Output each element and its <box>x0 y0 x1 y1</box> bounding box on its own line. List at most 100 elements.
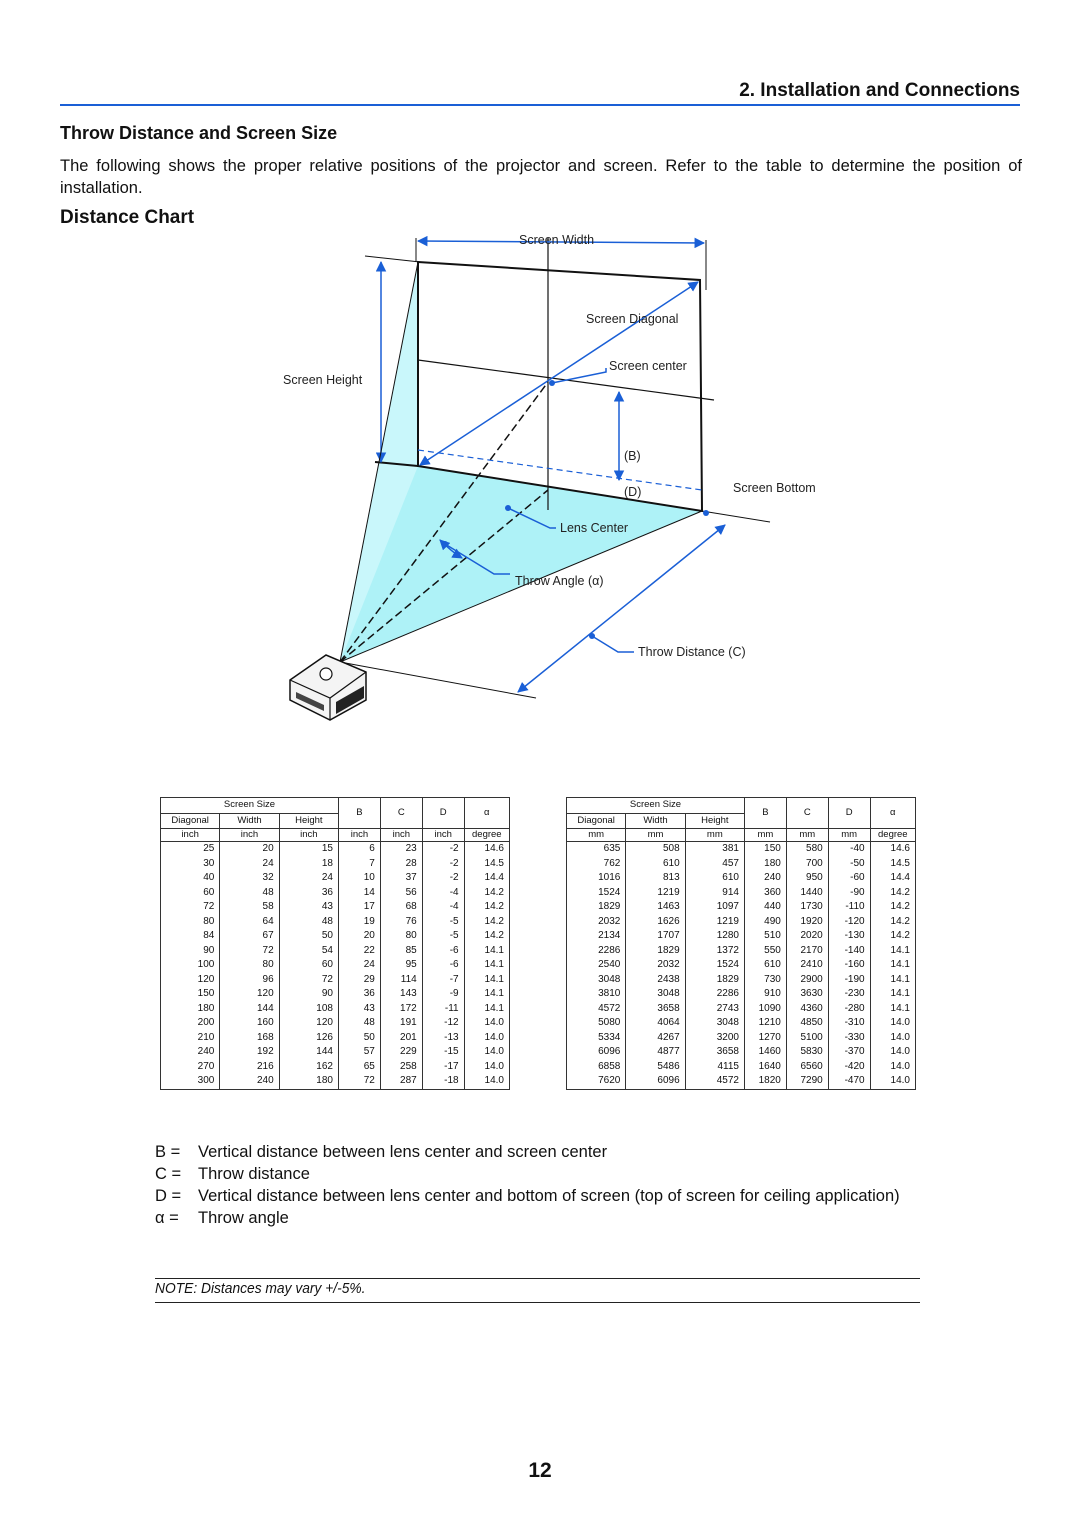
table-cell: 58 <box>219 900 280 915</box>
column-header: B <box>743 797 787 829</box>
table-cell: 229 <box>379 1045 423 1060</box>
table-cell: 4850 <box>785 1016 829 1031</box>
table-cell: 1210 <box>743 1016 787 1031</box>
table-cell: 14.2 <box>463 900 511 915</box>
unit-cell: inch <box>219 828 280 842</box>
table-cell: 6560 <box>785 1059 829 1074</box>
table-cell: -6 <box>421 958 465 973</box>
table-cell: 457 <box>684 856 745 871</box>
label-b: (B) <box>624 449 641 463</box>
table-cell: 14.0 <box>869 1059 917 1074</box>
table-cell: 4572 <box>684 1074 745 1090</box>
table-cell: 14.1 <box>869 1001 917 1016</box>
table-cell: 162 <box>278 1059 339 1074</box>
table-cell: 108 <box>278 1001 339 1016</box>
table-cell: 4877 <box>625 1045 686 1060</box>
table-cell: 1097 <box>684 900 745 915</box>
table-cell: -4 <box>421 900 465 915</box>
table-cell: 5486 <box>625 1059 686 1074</box>
table-cell: 14.1 <box>463 1001 511 1016</box>
table-cell: 37 <box>379 871 423 886</box>
table-cell: 24 <box>337 958 381 973</box>
table-cell: 4572 <box>565 1001 627 1016</box>
table-cell: -160 <box>827 958 871 973</box>
table-cell: 57 <box>337 1045 381 1060</box>
table-cell: -5 <box>421 929 465 944</box>
table-cell: 68 <box>379 900 423 915</box>
intro-paragraph: The following shows the proper relative … <box>60 157 1022 197</box>
table-cell: 14.5 <box>463 856 511 871</box>
table-cell: -11 <box>421 1001 465 1016</box>
table-cell: 120 <box>278 1016 339 1031</box>
table-cell: 1016 <box>565 871 627 886</box>
table-cell: 210 <box>159 1030 221 1045</box>
legend: B =Vertical distance between lens center… <box>155 1141 920 1229</box>
table-cell: 60 <box>159 885 221 900</box>
table-cell: 5334 <box>565 1030 627 1045</box>
table-cell: -4 <box>421 885 465 900</box>
table-cell: 2743 <box>684 1001 745 1016</box>
table-cell: 14.1 <box>463 987 511 1002</box>
table-cell: -7 <box>421 972 465 987</box>
table-cell: 60 <box>278 958 339 973</box>
table-cell: 2170 <box>785 943 829 958</box>
table-cell: 910 <box>743 987 787 1002</box>
table-cell: 3200 <box>684 1030 745 1045</box>
label-lens-center: Lens Center <box>560 521 628 535</box>
legend-definition: Vertical distance between lens center an… <box>198 1187 900 1205</box>
table-cell: -90 <box>827 885 871 900</box>
table-cell: 1829 <box>565 900 627 915</box>
table-cell: 14.1 <box>463 958 511 973</box>
table-cell: -2 <box>421 871 465 886</box>
table-cell: 6858 <box>565 1059 627 1074</box>
unit-cell: mm <box>565 828 627 842</box>
table-cell: 24 <box>278 871 339 886</box>
table-cell: 80 <box>159 914 221 929</box>
unit-cell: inch <box>379 828 423 842</box>
table-cell: 490 <box>743 914 787 929</box>
table-cell: -9 <box>421 987 465 1002</box>
table-cell: 2540 <box>565 958 627 973</box>
table-cell: 40 <box>159 871 221 886</box>
table-cell: -110 <box>827 900 871 915</box>
table-cell: 72 <box>159 900 221 915</box>
table-cell: 14.2 <box>869 929 917 944</box>
table-cell: 510 <box>743 929 787 944</box>
column-header: D <box>421 797 465 829</box>
table-cell: 3048 <box>625 987 686 1002</box>
table-cell: -15 <box>421 1045 465 1060</box>
lens-center-leader <box>507 507 556 529</box>
table-cell: -6 <box>421 943 465 958</box>
table-cell: 19 <box>337 914 381 929</box>
table-cell: 2438 <box>625 972 686 987</box>
table-cell: 14.2 <box>463 914 511 929</box>
table-cell: 14.0 <box>463 1045 511 1060</box>
table-cell: 14.4 <box>869 871 917 886</box>
table-cell: 23 <box>379 841 423 857</box>
legend-item: D =Vertical distance between lens center… <box>155 1185 920 1207</box>
table-cell: 700 <box>785 856 829 871</box>
table-cell: 64 <box>219 914 280 929</box>
column-header: α <box>463 797 511 829</box>
table-cell: 240 <box>743 871 787 886</box>
table-cell: 143 <box>379 987 423 1002</box>
table-cell: 14.0 <box>869 1074 917 1090</box>
table-cell: -330 <box>827 1030 871 1045</box>
table-cell: 80 <box>219 958 280 973</box>
legend-key: α = <box>155 1209 179 1227</box>
table-cell: 72 <box>337 1074 381 1090</box>
table-cell: -120 <box>827 914 871 929</box>
table-cell: 5080 <box>565 1016 627 1031</box>
table-cell: 36 <box>278 885 339 900</box>
legend-item: B =Vertical distance between lens center… <box>155 1141 920 1163</box>
table-cell: 14.0 <box>869 1030 917 1045</box>
table-cell: 1829 <box>684 972 745 987</box>
